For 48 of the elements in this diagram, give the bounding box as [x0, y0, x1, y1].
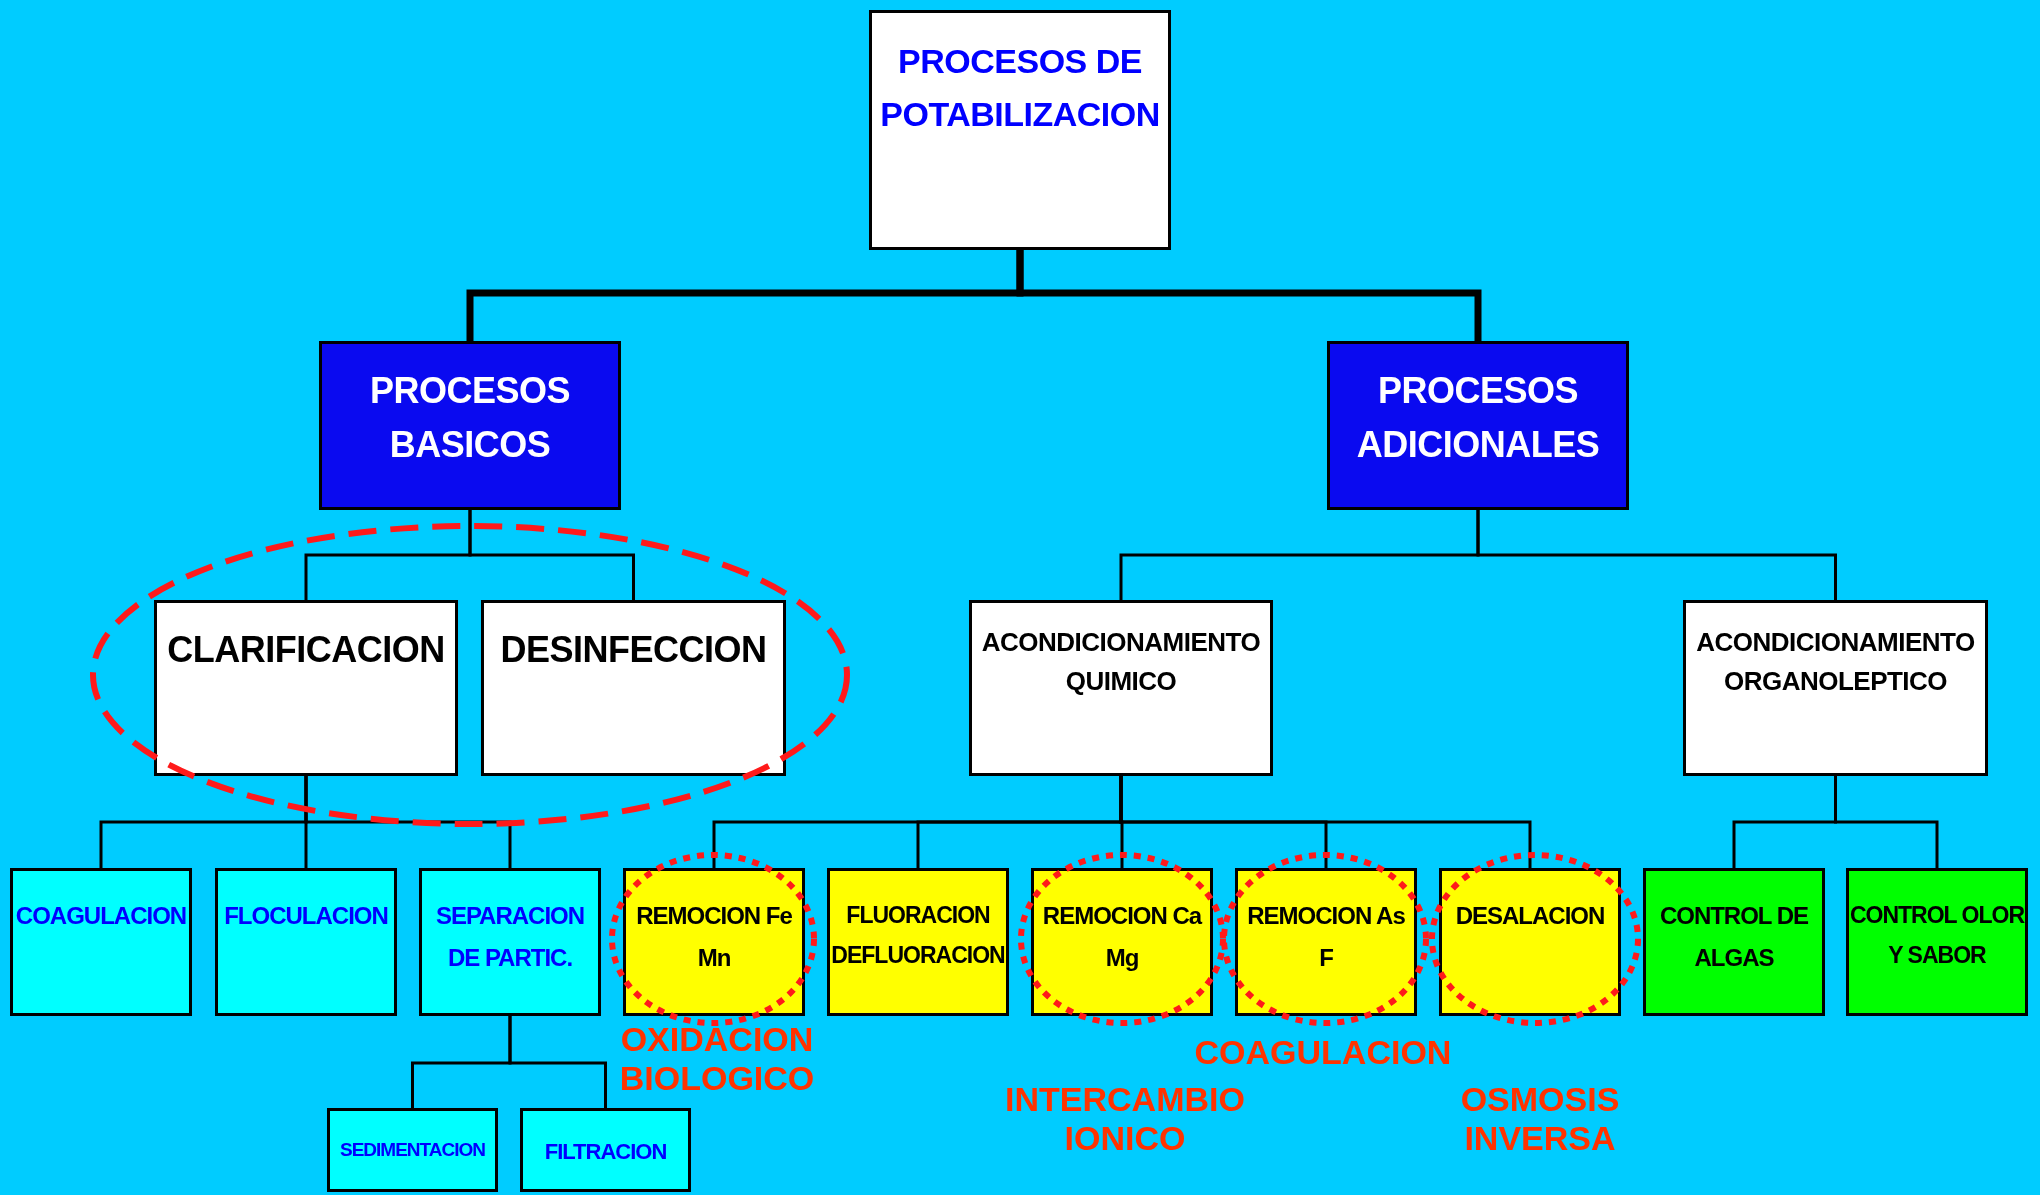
connector-line	[508, 1016, 607, 1108]
process-box	[827, 868, 1009, 1016]
process-box	[1439, 868, 1621, 1016]
box-label: REMOCION Fe Mn	[635, 901, 793, 973]
box-label: ACONDICIONAMIENTO ORGANOLEPTICO	[1695, 626, 1976, 698]
box-label: CLARIFICACION	[167, 628, 445, 672]
process-box	[1846, 868, 2028, 1016]
box-label: COAGULACION	[15, 901, 187, 931]
box-label: DESINFECCION	[500, 628, 767, 672]
box-label: SEDIMENTACION	[340, 1138, 485, 1162]
method-note: OSMOSIS INVERSA	[1459, 1080, 1621, 1159]
connector-line	[1119, 776, 1532, 868]
box-label: DESALACION	[1455, 901, 1605, 931]
box-label: PROCESOS DE POTABILIZACION	[880, 41, 1160, 135]
connector-line	[468, 510, 635, 600]
box-label: PROCESOS ADICIONALES	[1355, 369, 1601, 467]
process-box	[327, 1108, 498, 1192]
box-label: ACONDICIONAMIENTO QUIMICO	[980, 626, 1262, 698]
box-label: CONTROL DE ALGAS	[1658, 901, 1810, 973]
method-note: OXIDACION BIOLOGICO	[618, 1020, 816, 1099]
box-label: FLUORACION DEFLUORACION	[830, 901, 1006, 971]
connector-line	[1834, 776, 1939, 868]
box-label: SEPARACION DE PARTIC.	[434, 901, 586, 973]
process-box	[623, 868, 805, 1016]
box-label: FILTRACION	[544, 1138, 667, 1166]
process-box	[1327, 341, 1629, 510]
process-box	[1031, 868, 1213, 1016]
process-box	[215, 868, 397, 1016]
process-box	[154, 600, 458, 776]
process-box	[419, 868, 601, 1016]
process-box	[1643, 868, 1825, 1016]
method-note: COAGULACION	[1193, 1033, 1453, 1073]
process-box	[481, 600, 786, 776]
box-label: REMOCION Ca Mg	[1041, 901, 1203, 973]
process-box	[319, 341, 621, 510]
box-label: REMOCION As F	[1246, 901, 1406, 973]
box-label: PROCESOS BASICOS	[368, 369, 571, 467]
method-note: INTERCAMBIO IONICO	[1004, 1080, 1246, 1159]
process-box	[869, 10, 1171, 250]
process-box	[520, 1108, 691, 1192]
connector-line	[1476, 510, 1837, 600]
connector-line	[1016, 250, 1482, 341]
box-label: CONTROL OLOR Y SABOR	[1849, 901, 2025, 971]
process-box	[969, 600, 1273, 776]
box-label: FLOCULACION	[224, 901, 388, 931]
process-box	[1683, 600, 1988, 776]
process-box	[1235, 868, 1417, 1016]
process-box	[10, 868, 192, 1016]
